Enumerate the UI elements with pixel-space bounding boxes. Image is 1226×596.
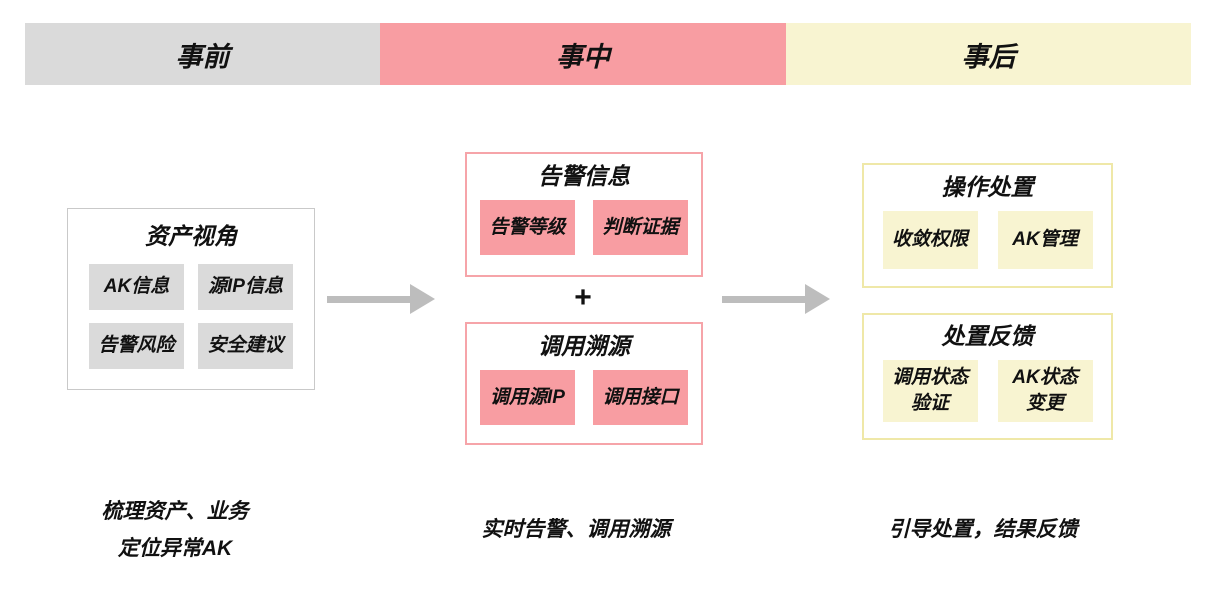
asset-view-box: 资产视角 AK信息 源IP信息 告警风险 安全建议 — [67, 208, 315, 390]
caption-pre: 梳理资产、业务 定位异常AK — [45, 493, 305, 567]
chip-converge-permission: 收敛权限 — [882, 211, 978, 269]
alert-info-title: 告警信息 — [538, 163, 630, 189]
phase-segment-pre: 事前 — [25, 23, 380, 85]
chip-alert-risk: 告警风险 — [89, 323, 184, 369]
chip-ak-status-change: AK状态 变更 — [997, 360, 1093, 422]
chip-call-interface: 调用接口 — [593, 370, 688, 425]
phase-label-post: 事后 — [961, 41, 1016, 72]
handling-feedback-title: 处置反馈 — [941, 323, 1034, 349]
chip-security-advice: 安全建议 — [198, 323, 293, 369]
flow-arrow-during-to-post — [722, 283, 830, 315]
asset-chip-grid: AK信息 源IP信息 告警风险 安全建议 — [89, 264, 293, 369]
arrow-line — [327, 295, 410, 303]
chip-source-ip-info: 源IP信息 — [198, 264, 293, 310]
arrow-head-icon — [805, 284, 830, 314]
action-chip-row: 收敛权限 AK管理 — [882, 211, 1093, 269]
flow-arrow-pre-to-during — [327, 283, 435, 315]
feedback-chip-row: 调用状态 验证 AK状态 变更 — [882, 360, 1093, 422]
caption-during: 实时告警、调用溯源 — [481, 518, 671, 541]
alert-chip-row: 告警等级 判断证据 — [480, 200, 688, 255]
chip-call-source-ip: 调用源IP — [480, 370, 575, 425]
phase-label-during: 事中 — [556, 41, 610, 72]
chip-ak-info: AK信息 — [89, 264, 184, 310]
phase-header-bar: 事前 事中 事后 — [25, 23, 1191, 85]
action-handling-title: 操作处置 — [941, 174, 1034, 200]
plus-sign: + — [574, 281, 592, 314]
chip-ak-management: AK管理 — [997, 211, 1093, 269]
chip-judgment-evidence: 判断证据 — [593, 200, 688, 255]
phase-label-pre: 事前 — [175, 41, 230, 72]
arrow-line — [722, 295, 805, 303]
asset-view-title: 资产视角 — [145, 223, 237, 249]
trace-chip-row: 调用源IP 调用接口 — [480, 370, 688, 425]
phase-segment-during: 事中 — [380, 23, 786, 85]
call-trace-box: 调用溯源 调用源IP 调用接口 — [465, 322, 703, 445]
chip-alert-level: 告警等级 — [480, 200, 575, 255]
caption-pre-line1: 梳理资产、业务 — [101, 500, 249, 523]
caption-pre-line2: 定位异常AK — [117, 537, 233, 560]
call-trace-title: 调用溯源 — [538, 333, 630, 359]
arrow-head-icon — [410, 284, 435, 314]
handling-feedback-box: 处置反馈 调用状态 验证 AK状态 变更 — [862, 313, 1113, 440]
action-handling-box: 操作处置 收敛权限 AK管理 — [862, 163, 1113, 288]
phase-segment-post: 事后 — [786, 23, 1191, 85]
chip-call-status-verify: 调用状态 验证 — [882, 360, 978, 422]
alert-info-box: 告警信息 告警等级 判断证据 — [465, 152, 703, 277]
caption-post: 引导处置，结果反馈 — [888, 518, 1078, 541]
